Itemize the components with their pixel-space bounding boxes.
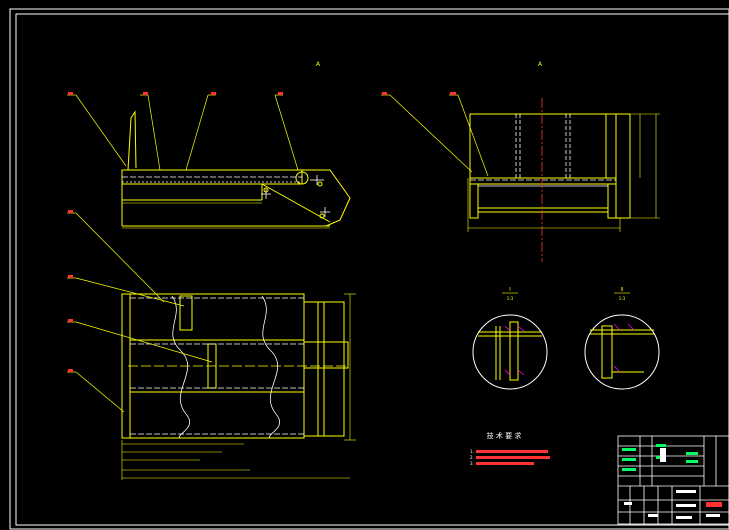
plan-view (67, 210, 356, 480)
detail-ii-scale: 1:3 (619, 296, 626, 301)
side-view: A (381, 61, 660, 262)
tech-req-item-3: 3. (470, 461, 474, 466)
drawing-frame (9, 8, 729, 530)
detail-i-scale: 1:3 (507, 296, 514, 301)
front-view-label: A (316, 61, 321, 68)
detail-view-i: I 1:3 (472, 287, 548, 390)
front-view: A (67, 61, 351, 229)
detail-i-mark: I (509, 287, 510, 293)
technical-requirements: 技 术 要 求 1. 2. 3. (470, 431, 550, 466)
tech-req-title: 技 术 要 求 (487, 431, 522, 440)
detail-ii-mark: II (621, 287, 624, 293)
detail-view-ii: II 1:3 (584, 287, 660, 390)
side-view-label: A (538, 61, 543, 68)
title-block (617, 435, 729, 525)
tech-req-item-1: 1. (470, 449, 474, 454)
tech-req-item-2: 2. (470, 455, 474, 460)
